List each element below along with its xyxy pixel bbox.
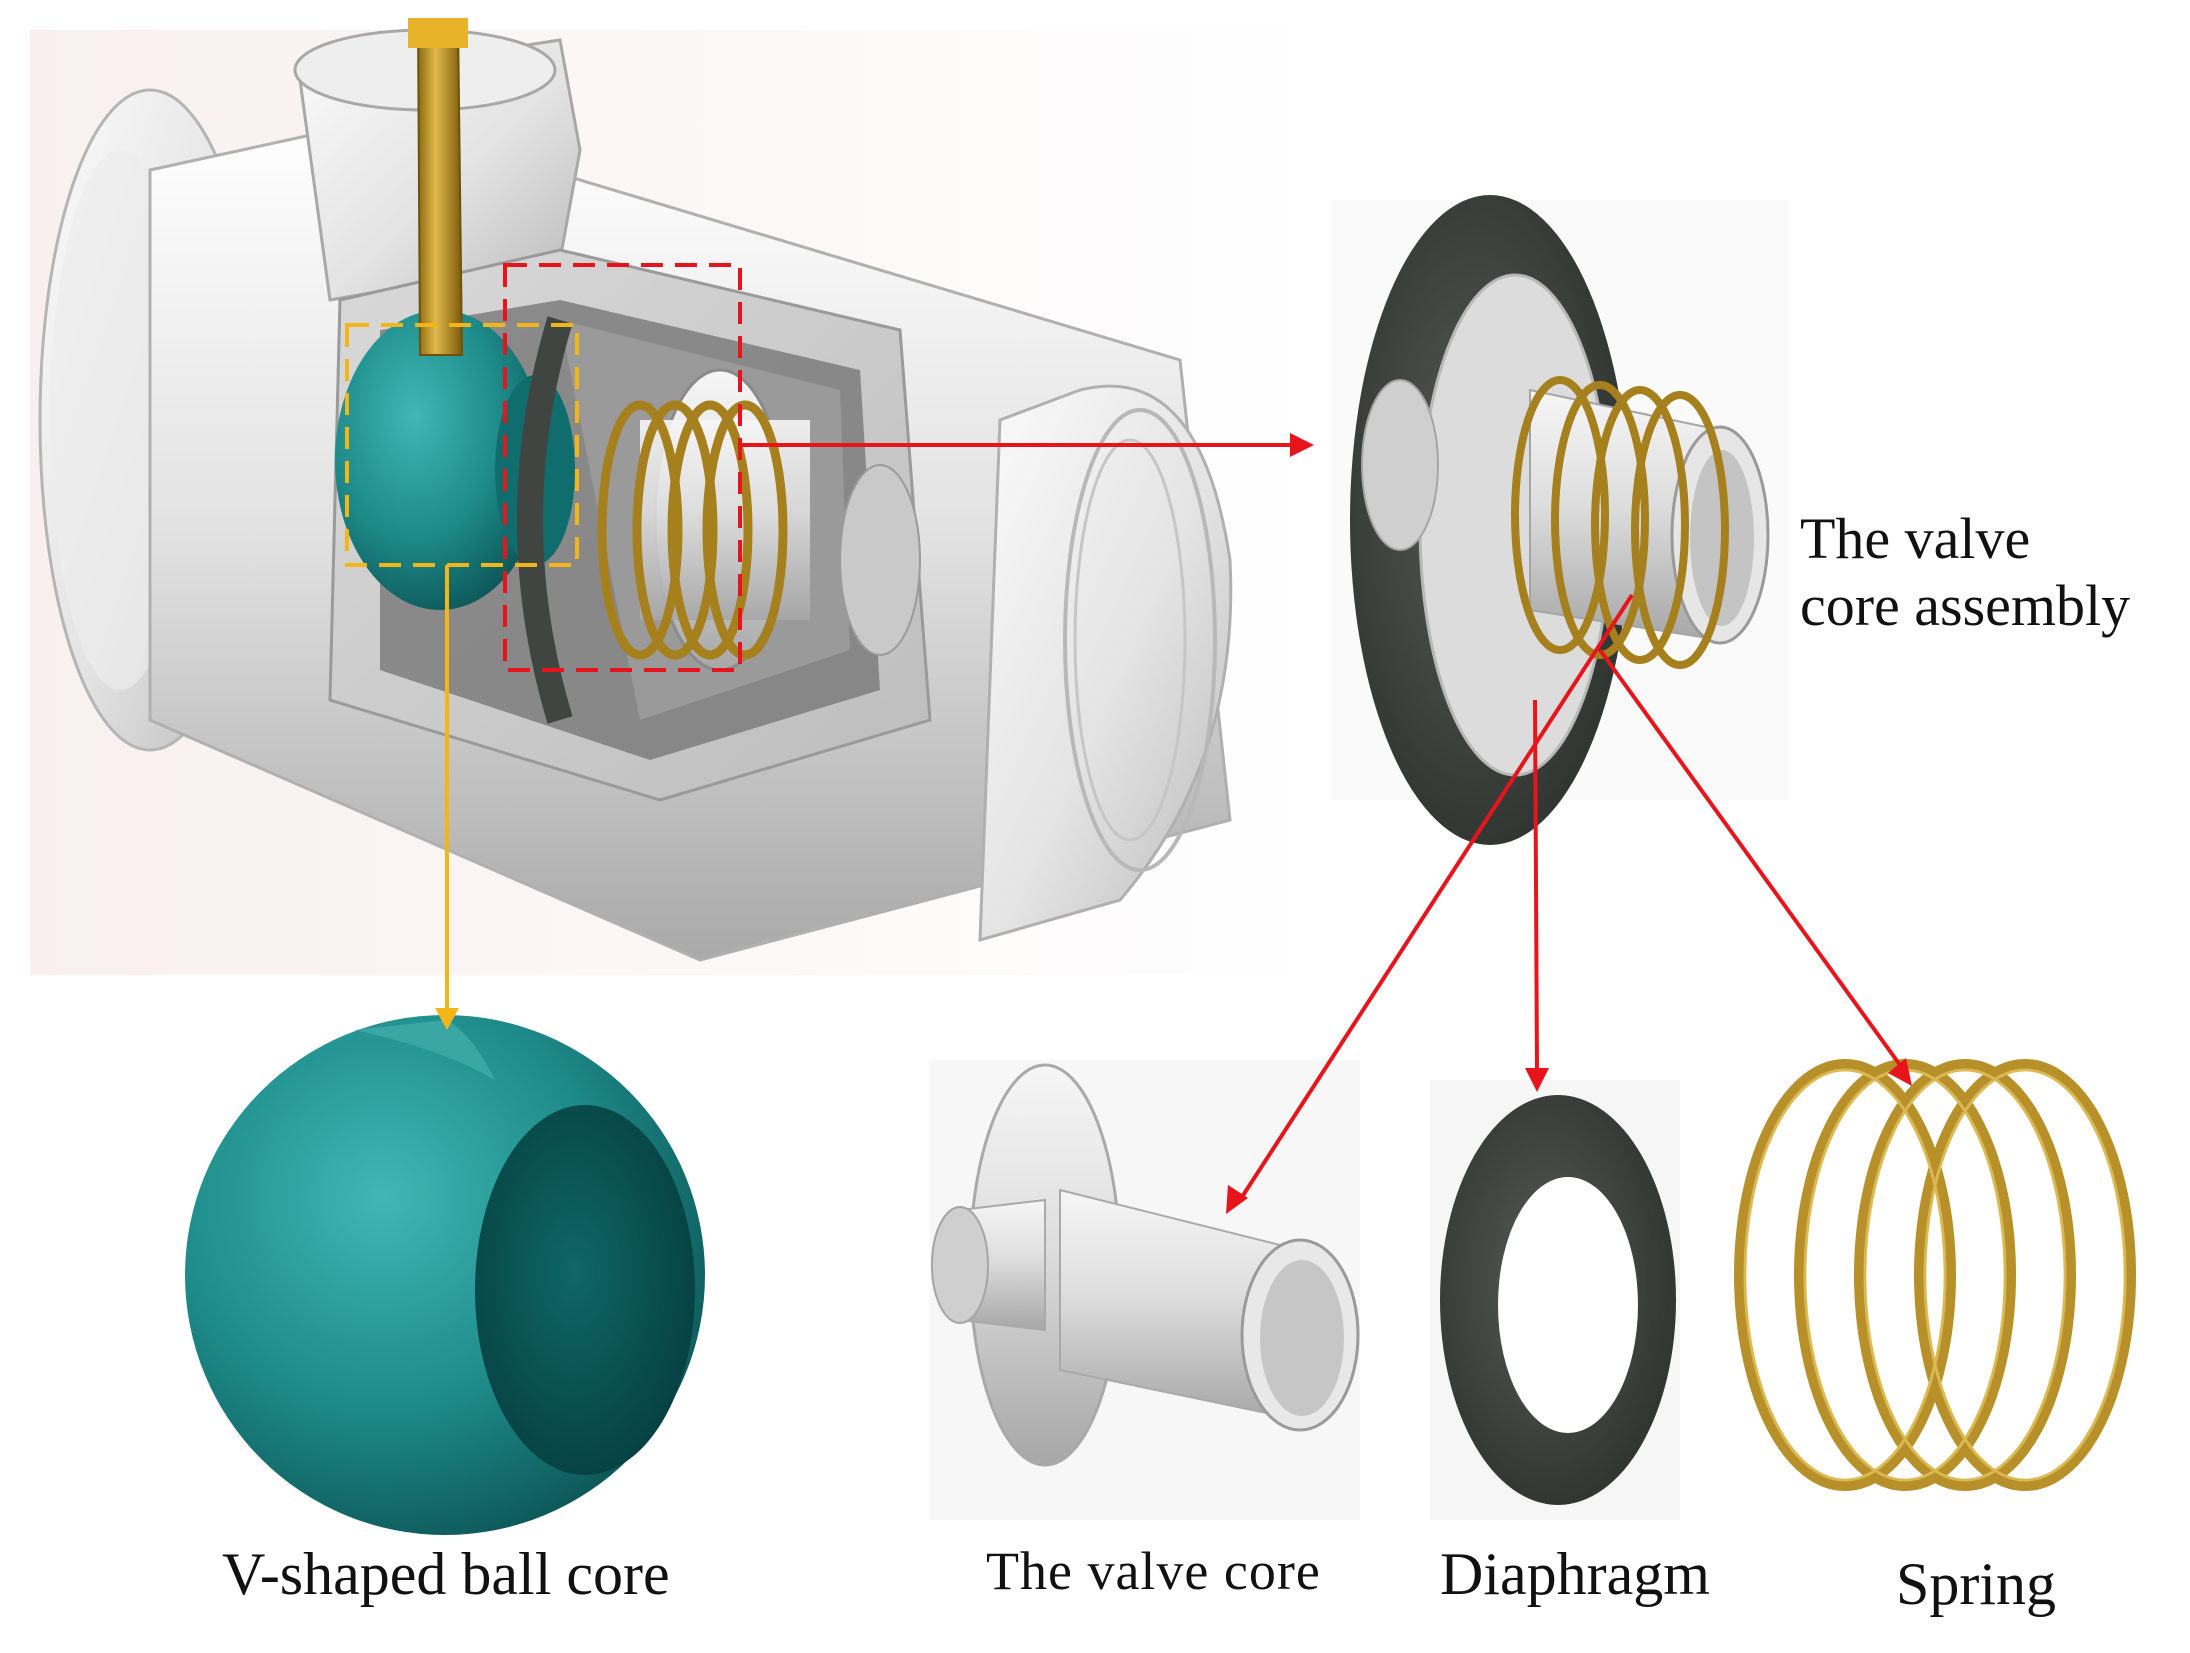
installed-ball bbox=[335, 310, 545, 610]
installed-diaphragm bbox=[517, 316, 573, 724]
arrow-to-valve-core bbox=[1226, 593, 1634, 1214]
valve-core-render bbox=[930, 1060, 1360, 1520]
valve-core-assembly-label-line2: core assembly bbox=[1800, 572, 2131, 638]
spring-label: Spring bbox=[1896, 1551, 2057, 1617]
valve-cutaway-render bbox=[30, 18, 1320, 975]
valve-core-assembly-render bbox=[1330, 195, 1790, 845]
valve-core-assembly-label: The valve core assembly bbox=[1800, 506, 2130, 639]
arrow-to-spring bbox=[1598, 648, 1912, 1086]
spring-render bbox=[1734, 1059, 2136, 1491]
core-callout-box bbox=[503, 263, 742, 672]
ball-core-render bbox=[185, 1015, 705, 1535]
arrow-to-diaphragm bbox=[1525, 699, 1549, 1092]
diaphragm-label: Diaphragm bbox=[1440, 1541, 1710, 1607]
valve-core-assembly-label-line1: The valve bbox=[1800, 506, 2031, 571]
ball-port bbox=[475, 1105, 695, 1475]
valve-stem bbox=[416, 19, 464, 356]
installed-spring bbox=[597, 400, 788, 660]
right-flange bbox=[978, 384, 1233, 943]
diaphragm-hole bbox=[1498, 1177, 1638, 1433]
valve-core-label: The valve core bbox=[986, 1541, 1321, 1601]
ball-core-label: V-shaped ball core bbox=[222, 1541, 670, 1607]
arrow-to-assembly bbox=[740, 433, 1314, 457]
ball-callout-box bbox=[345, 323, 579, 567]
arrow-to-ball-core bbox=[435, 565, 459, 1030]
diaphragm-render bbox=[1430, 1080, 1680, 1520]
